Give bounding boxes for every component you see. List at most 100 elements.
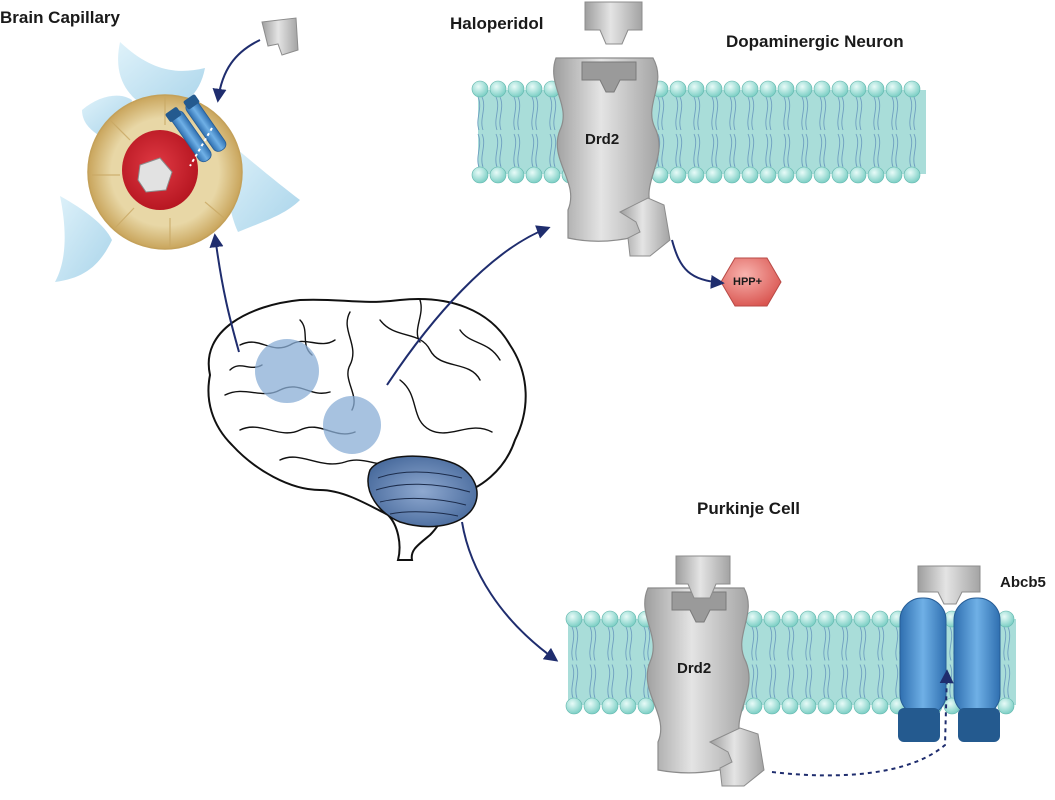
lipid-head: [507, 166, 525, 184]
drug-in-lumen: [137, 157, 173, 193]
lipid-tail: [751, 664, 759, 699]
lipid-head: [565, 610, 583, 628]
arrow-drug-to-transporter: [212, 39, 261, 103]
lipid-tail: [571, 664, 579, 699]
lipid-head: [903, 166, 921, 184]
lipid-head: [619, 610, 637, 628]
label-hpp-plus: HPP+: [733, 276, 763, 288]
lipid-tail: [837, 133, 845, 168]
lipid-head: [705, 80, 723, 98]
label-haloperidol: Haloperidol: [450, 14, 544, 33]
lipid-tail: [571, 626, 579, 661]
lipid-head: [867, 166, 885, 184]
lipid-tail: [769, 626, 777, 661]
lipid-head: [871, 610, 889, 628]
lipid-head: [885, 80, 903, 98]
lipid-tail: [855, 133, 863, 168]
metabolite-fragment-bottom: [708, 727, 765, 787]
lipid-head: [853, 697, 871, 715]
lipid-tail: [787, 626, 795, 661]
lipid-head: [817, 697, 835, 715]
label-dopaminergic-neuron: Dopaminergic Neuron: [726, 32, 904, 51]
lipid-tail: [495, 96, 503, 131]
lipid-head: [507, 80, 525, 98]
lipid-tail: [549, 96, 557, 131]
lipid-head: [687, 166, 705, 184]
lipid-tail: [625, 664, 633, 699]
lipid-tail: [819, 96, 827, 131]
brain-illustration: [207, 298, 527, 561]
lipid-head: [583, 610, 601, 628]
lipid-head: [759, 166, 777, 184]
haloperidol-molecule: [584, 1, 643, 45]
lipid-head: [543, 166, 561, 184]
lipid-tail: [783, 133, 791, 168]
lipid-head: [781, 697, 799, 715]
brain-region-striatum: [323, 396, 381, 454]
capillary-efflux-path: [189, 127, 213, 167]
astrocyte-endfoot: [82, 95, 132, 136]
lipid-tail: [747, 133, 755, 168]
lipid-tail: [711, 133, 719, 168]
astrocyte-endfoot: [55, 196, 112, 282]
lipid-head: [637, 697, 655, 715]
lipid-head: [471, 166, 489, 184]
lipid-tail: [729, 133, 737, 168]
drug-molecule-capillary: [261, 17, 299, 56]
lipid-tail: [877, 664, 885, 699]
lipid-head: [777, 166, 795, 184]
lipid-tail: [693, 133, 701, 168]
lipid-head: [871, 697, 889, 715]
purkinje-membrane: [565, 610, 1016, 715]
lipid-head: [831, 166, 849, 184]
lipid-head: [489, 166, 507, 184]
pathway-arrows: [209, 39, 954, 777]
arrow-efflux-abcb5: [771, 669, 954, 777]
lipid-tail: [909, 133, 917, 168]
lipid-tail: [805, 626, 813, 661]
arrow-brain-to-purkinje: [461, 521, 559, 662]
lipid-head: [885, 166, 903, 184]
lipid-head: [781, 610, 799, 628]
lipid-tail: [751, 626, 759, 661]
lipid-head: [763, 610, 781, 628]
lipid-tail: [787, 664, 795, 699]
lipid-head: [705, 166, 723, 184]
lipid-head: [799, 697, 817, 715]
lipid-tail: [625, 626, 633, 661]
lipid-head: [489, 80, 507, 98]
arrow-brain-to-neuron: [386, 225, 551, 386]
lipid-head: [745, 610, 763, 628]
lipid-tail: [531, 96, 539, 131]
lipid-tail: [765, 96, 773, 131]
lipid-tail: [675, 133, 683, 168]
lipid-head: [601, 697, 619, 715]
lipid-head: [997, 697, 1015, 715]
lipid-tail: [873, 133, 881, 168]
lipid-head: [813, 166, 831, 184]
lipid-tail: [549, 133, 557, 168]
lipid-tail: [805, 664, 813, 699]
dopaminergic-membrane: [471, 80, 926, 184]
lipid-tail: [801, 96, 809, 131]
lipid-head: [903, 80, 921, 98]
label-abcb5: Abcb5: [1000, 574, 1046, 591]
lipid-tail: [513, 133, 521, 168]
lipid-tail: [783, 96, 791, 131]
capillary-transporter: [165, 94, 227, 163]
lipid-head: [669, 166, 687, 184]
haloperidol-bound-bottom: [675, 555, 731, 599]
membrane-band: [478, 90, 926, 174]
lipid-tail: [675, 96, 683, 131]
lipid-tail: [909, 96, 917, 131]
drd2-receptor-bottom: [644, 587, 750, 774]
lipid-head: [763, 697, 781, 715]
lipid-tail: [855, 96, 863, 131]
lipid-tail: [477, 133, 485, 168]
lipid-tail: [589, 664, 597, 699]
lipid-head: [813, 80, 831, 98]
lipid-head: [831, 80, 849, 98]
lipid-tail: [747, 96, 755, 131]
